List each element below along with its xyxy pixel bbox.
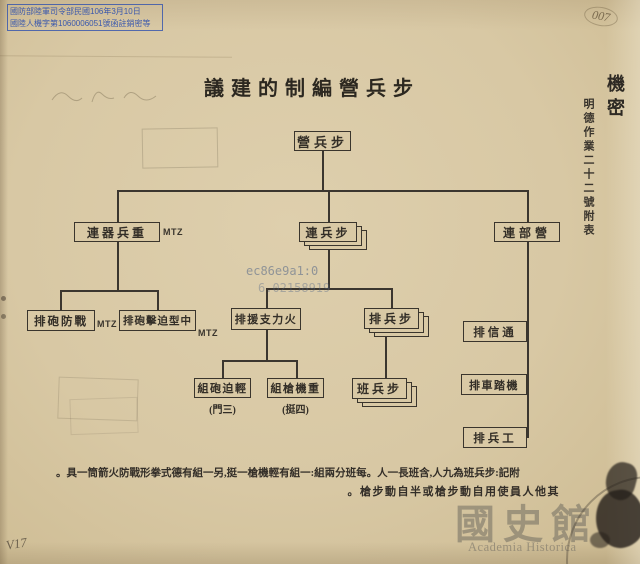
org-box-hmg-section: 組槍機重 [267,378,324,398]
org-box-engineer-platoon: 排兵工 [463,427,527,448]
connector-line [222,360,297,362]
classification-mark: 機密 [605,74,625,122]
watermark-code-1: ec86e9a1:0 [246,264,319,278]
stamp-line-2: 國陸人機字第1060006051號函註銷密等 [10,18,151,28]
page-number-text: 007 [582,4,620,29]
connector-line [266,288,268,308]
org-box-light-mortar-section: 組砲迫輕 [194,378,251,398]
connector-line [385,337,387,378]
document-title: 議建的制編營兵步 [204,78,420,100]
paper-crease [0,55,233,58]
connector-line [266,330,268,360]
footnote-line-2: 。槍步動自半或槍步動自用使員人他其 [347,486,560,498]
org-box-infantry-platoon: 排兵步 [364,308,419,329]
connector-line [222,360,224,378]
org-box-antitank-platoon: 排砲防戰 [27,310,95,331]
connector-line [296,360,298,378]
erased-pencil-box [141,127,219,169]
hmg-count-caption: (挺四) [282,405,309,416]
org-box-fire-support-platoon: 排援支力火 [231,308,301,330]
org-box-signal-platoon: 排信通 [463,321,527,342]
connector-line [157,290,159,310]
connector-line [60,290,62,310]
org-box-infantry-company: 連兵步 [299,222,357,242]
watermark-code-2: 6.02158919 [258,281,331,295]
connector-line [266,288,392,290]
stamp-line-1: 國防部陸軍司令部民國106年3月10日 [10,7,141,16]
org-box-infantry-squad: 班兵步 [352,378,407,399]
erased-pencil-box [69,396,139,436]
org-box-medium-mortar-platoon: 排砲擊迫型中 [119,310,196,331]
pencil-scribbles [51,91,157,103]
connector-line [322,151,324,190]
connector-line [117,242,119,290]
connector-line [527,242,529,438]
connector-line [328,250,330,288]
mtz-label: MTZ [163,227,183,237]
light-mortar-count-caption: (門三) [209,405,236,416]
mtz-label: MTZ [97,319,117,329]
punch-hole [1,314,6,319]
org-box-heavy-weapons-company: 連器兵重 [74,222,160,242]
connector-line [117,190,528,192]
punch-hole [1,296,6,301]
connector-line [328,190,330,222]
declassification-stamp: 國防部陸軍司令部民國106年3月10日 國陸人機字第1060006051號函註銷… [7,4,163,31]
archive-seal-arc [566,476,640,564]
org-box-hq-company: 連部營 [494,222,560,242]
connector-line [391,288,393,308]
pencil-annotation: V17 [4,534,28,553]
handwritten-page-number: 007 [582,3,620,30]
archive-watermark-en: Academia Historica [468,540,577,554]
connector-line [117,190,119,222]
connector-line [527,190,529,222]
org-box-motorcycle-platoon: 排車踏機 [461,374,527,395]
mtz-label: MTZ [198,328,218,338]
connector-line [60,290,158,292]
side-label: 明德作業二十二號附表 [582,98,594,238]
org-box-infantry-battalion: 營兵步 [294,131,351,151]
footnote-line-1: 。具一筒箭火防戰形拳式德有組一另,挺一槍機輕有組一:組兩分班每。人一長班含,人九… [56,468,520,479]
